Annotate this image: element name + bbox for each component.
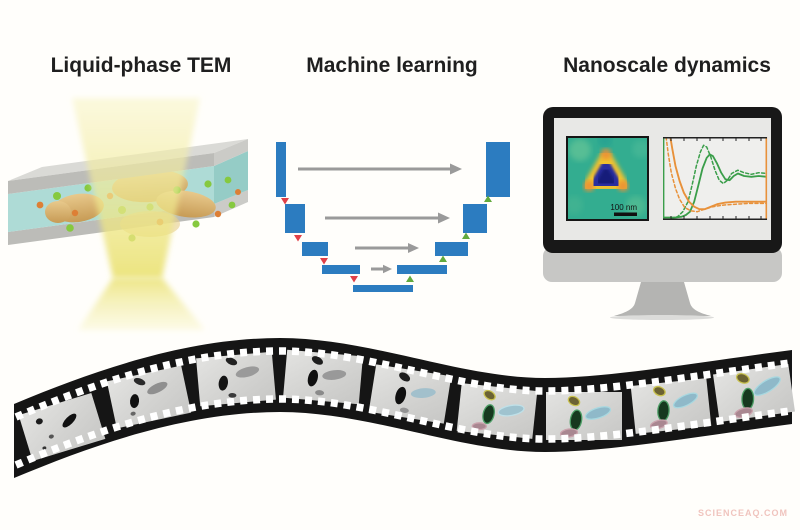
sprocket-holes-bottom	[14, 395, 791, 469]
chart-line-green-solid	[663, 153, 767, 219]
chart-line-orange-dashed	[665, 137, 767, 213]
nanoparticle	[225, 357, 238, 366]
downsample-triangle-icon	[320, 258, 328, 265]
nanoparticle	[410, 388, 436, 398]
chart-bottom-ticks	[670, 216, 762, 219]
nanoparticle	[322, 369, 347, 380]
heatmap-scale-label: 100 nm	[610, 203, 637, 212]
monitor-stand	[614, 282, 711, 316]
upsample-triangle-icon	[484, 195, 492, 202]
nanoparticle	[42, 446, 47, 450]
upsample-triangle-icon	[439, 255, 447, 262]
nanoparticle	[315, 390, 325, 396]
nanoparticle	[307, 369, 318, 387]
film-frame-6	[456, 383, 538, 439]
arrowhead-icon	[438, 212, 450, 224]
downsample-triangle-icon	[281, 198, 289, 205]
watermark: SCIENCEAQ.COM	[697, 508, 788, 518]
nanoparticle	[133, 377, 146, 386]
monitor: 100 nm	[543, 107, 782, 320]
film-frame-1	[18, 392, 106, 462]
unet-block	[463, 204, 487, 233]
arrowhead-icon	[450, 163, 462, 175]
upsample-triangle-icon	[462, 232, 470, 239]
heatmap-panel: 100 nm	[566, 136, 649, 221]
arrowhead-icon	[383, 264, 392, 274]
unet-block	[486, 142, 510, 197]
nanoparticle	[399, 407, 409, 413]
chart-line-orange-solid	[669, 137, 767, 211]
nanoparticle	[584, 406, 612, 420]
unet-block	[302, 242, 328, 256]
downsample-markers	[281, 198, 358, 283]
downsample-triangle-icon	[350, 276, 358, 283]
film-frame-image	[18, 392, 106, 462]
nanoparticle	[497, 404, 525, 417]
unet-diagram	[276, 142, 510, 292]
unet-block	[276, 142, 286, 197]
film-frame-image	[546, 392, 622, 440]
nanoparticle	[147, 381, 168, 395]
unet-block	[435, 242, 468, 256]
film-frame-4	[283, 349, 363, 405]
unet-block	[322, 265, 360, 274]
nanoparticle	[48, 434, 54, 439]
nanoparticle	[399, 372, 411, 382]
nanoparticle	[228, 392, 237, 398]
tem-illustration	[8, 98, 248, 330]
nanoparticle	[471, 422, 487, 431]
unet-block	[285, 204, 305, 233]
electron-beam-upper-cone	[72, 98, 200, 278]
electron-beam-lower-cone	[78, 278, 205, 330]
chart-panel	[663, 136, 768, 221]
nanoparticle	[483, 389, 496, 401]
upsample-triangle-icon	[406, 275, 414, 282]
unet-decoder-blocks	[397, 142, 510, 274]
nanoparticle	[218, 375, 229, 391]
nanoparticle	[311, 356, 323, 365]
section-title-machine-learning: Machine learning	[306, 54, 478, 77]
nanoparticle	[482, 404, 495, 425]
film-frame-8	[630, 378, 712, 434]
film-frame-7	[546, 392, 622, 440]
film-frame-image	[368, 364, 452, 424]
nanoparticle	[741, 387, 755, 411]
nanoparticle	[62, 413, 77, 428]
filmstrip	[14, 338, 795, 478]
monitor-stand-shadow	[610, 315, 714, 320]
unet-block	[397, 265, 447, 274]
arrowhead-icon	[408, 243, 419, 253]
chart-top-ticks	[670, 138, 762, 141]
nanoparticle	[567, 395, 581, 407]
nanoparticle	[35, 418, 43, 425]
section-title-liquid-phase-tem: Liquid-phase TEM	[50, 54, 232, 77]
filmstrip-frames	[18, 349, 795, 462]
section-title-nanoscale-dynamics: Nanoscale dynamics	[563, 54, 771, 77]
upsample-markers	[406, 195, 492, 282]
chart-line-green-dashed	[670, 144, 767, 220]
downsample-triangle-icon	[294, 235, 302, 242]
monitor-chin	[543, 247, 782, 282]
nanoparticle	[235, 366, 260, 378]
unet-bottleneck-block	[353, 285, 413, 292]
film-frame-5	[368, 364, 452, 424]
skip-connection-arrows	[298, 163, 462, 274]
nanoparticle	[735, 373, 750, 384]
nanoparticle	[672, 392, 699, 409]
heatmap-scale-bar	[614, 212, 637, 216]
film-frame-image	[196, 351, 276, 407]
nanoparticle	[395, 386, 407, 405]
film-frame-image	[630, 378, 712, 434]
nanoparticle	[753, 376, 781, 396]
nanoparticle	[652, 385, 666, 397]
cell-top-slab-side	[214, 139, 248, 166]
chart-series	[663, 137, 767, 220]
nanoparticle	[130, 411, 136, 416]
unet-encoder-blocks	[276, 142, 360, 274]
film-frame-9	[713, 363, 795, 423]
film-frame-3	[196, 351, 276, 407]
nanoparticle	[130, 394, 140, 409]
sprocket-holes-top	[14, 347, 791, 421]
